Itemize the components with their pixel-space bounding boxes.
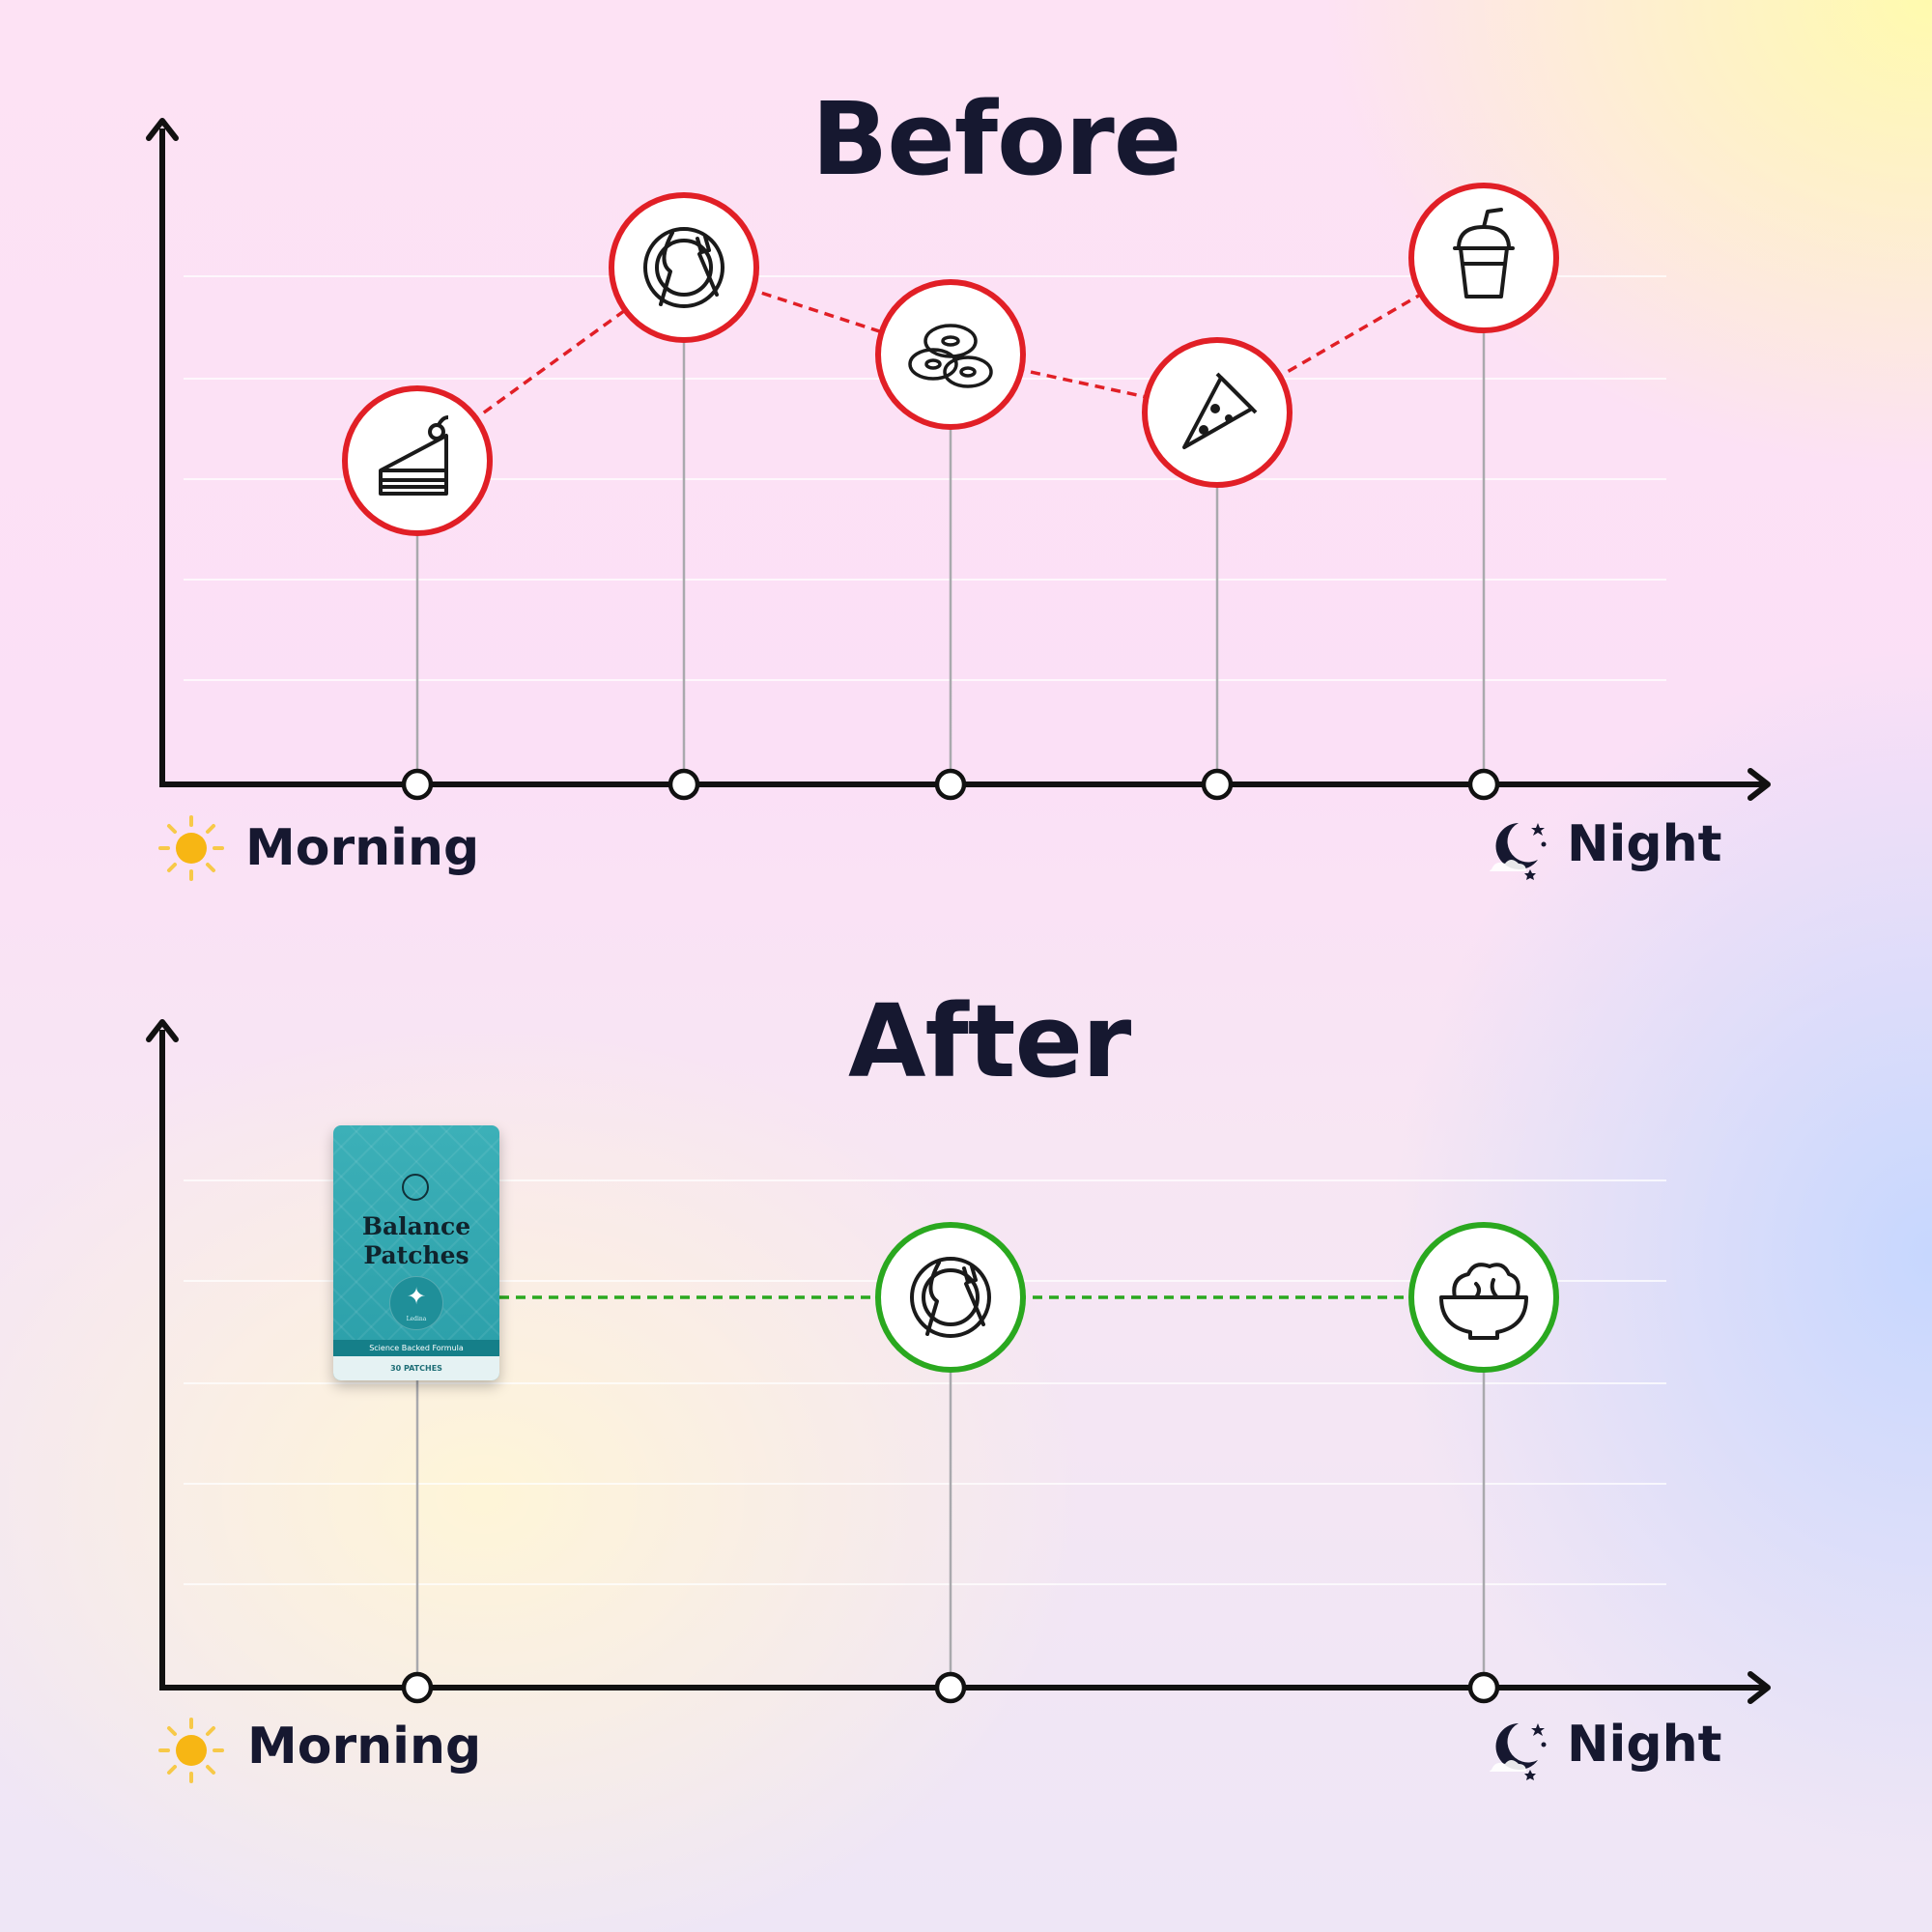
product-name-line1: Balance bbox=[361, 1212, 471, 1240]
moon-stars-icon bbox=[1490, 823, 1547, 880]
brand-logo bbox=[402, 1174, 429, 1201]
salad-bowl-icon bbox=[1439, 1263, 1528, 1340]
plate-fork-knife-icon bbox=[643, 227, 724, 308]
moon-stars-icon bbox=[1490, 1723, 1547, 1780]
x-tick-marker bbox=[401, 1671, 434, 1704]
sun-icon bbox=[158, 815, 224, 881]
x-axis-arrow bbox=[1747, 1671, 1771, 1704]
after-night-label: Night bbox=[1567, 1716, 1722, 1774]
data-point bbox=[875, 1222, 1026, 1373]
after-title: After bbox=[848, 982, 1131, 1100]
x-tick-marker bbox=[1201, 768, 1234, 801]
data-point bbox=[1408, 183, 1559, 333]
series-segment bbox=[950, 353, 1218, 414]
after-chart bbox=[146, 1019, 1771, 1704]
sun-icon bbox=[158, 1718, 224, 1783]
x-tick-marker bbox=[934, 768, 967, 801]
product-count: 30 PATCHES bbox=[333, 1356, 499, 1380]
x-tick-marker bbox=[934, 1671, 967, 1704]
drink-cup-icon bbox=[1453, 208, 1515, 298]
y-axis-arrow bbox=[146, 1019, 179, 1042]
pizza-slice-icon bbox=[1182, 372, 1258, 449]
x-tick-marker bbox=[668, 768, 700, 801]
x-axis-arrow bbox=[1747, 768, 1771, 801]
sparkle-icon: ✦ bbox=[406, 1283, 427, 1310]
product-tagline: Science Backed Formula bbox=[333, 1340, 499, 1356]
plate-fork-knife-icon bbox=[910, 1257, 991, 1338]
cake-slice-icon bbox=[379, 415, 449, 496]
x-tick-marker bbox=[401, 768, 434, 801]
before-title: Before bbox=[811, 80, 1181, 198]
product-name-line2: Patches bbox=[363, 1241, 469, 1269]
balance-patch-pack: Balance Patches ✦ Ledina Science Backed … bbox=[333, 1125, 499, 1380]
y-axis-arrow bbox=[146, 118, 179, 141]
x-tick-marker bbox=[1467, 1671, 1500, 1704]
sparkle-seal: ✦ Ledina bbox=[389, 1276, 443, 1330]
data-point bbox=[609, 192, 759, 343]
before-night-label: Night bbox=[1567, 815, 1722, 873]
data-point bbox=[342, 385, 493, 536]
donuts-icon bbox=[908, 324, 993, 388]
x-tick-marker bbox=[1467, 768, 1500, 801]
after-morning-label: Morning bbox=[247, 1718, 482, 1776]
product-brand: Ledina bbox=[406, 1316, 427, 1322]
before-morning-label: Morning bbox=[245, 819, 480, 877]
before-chart bbox=[146, 118, 1771, 801]
